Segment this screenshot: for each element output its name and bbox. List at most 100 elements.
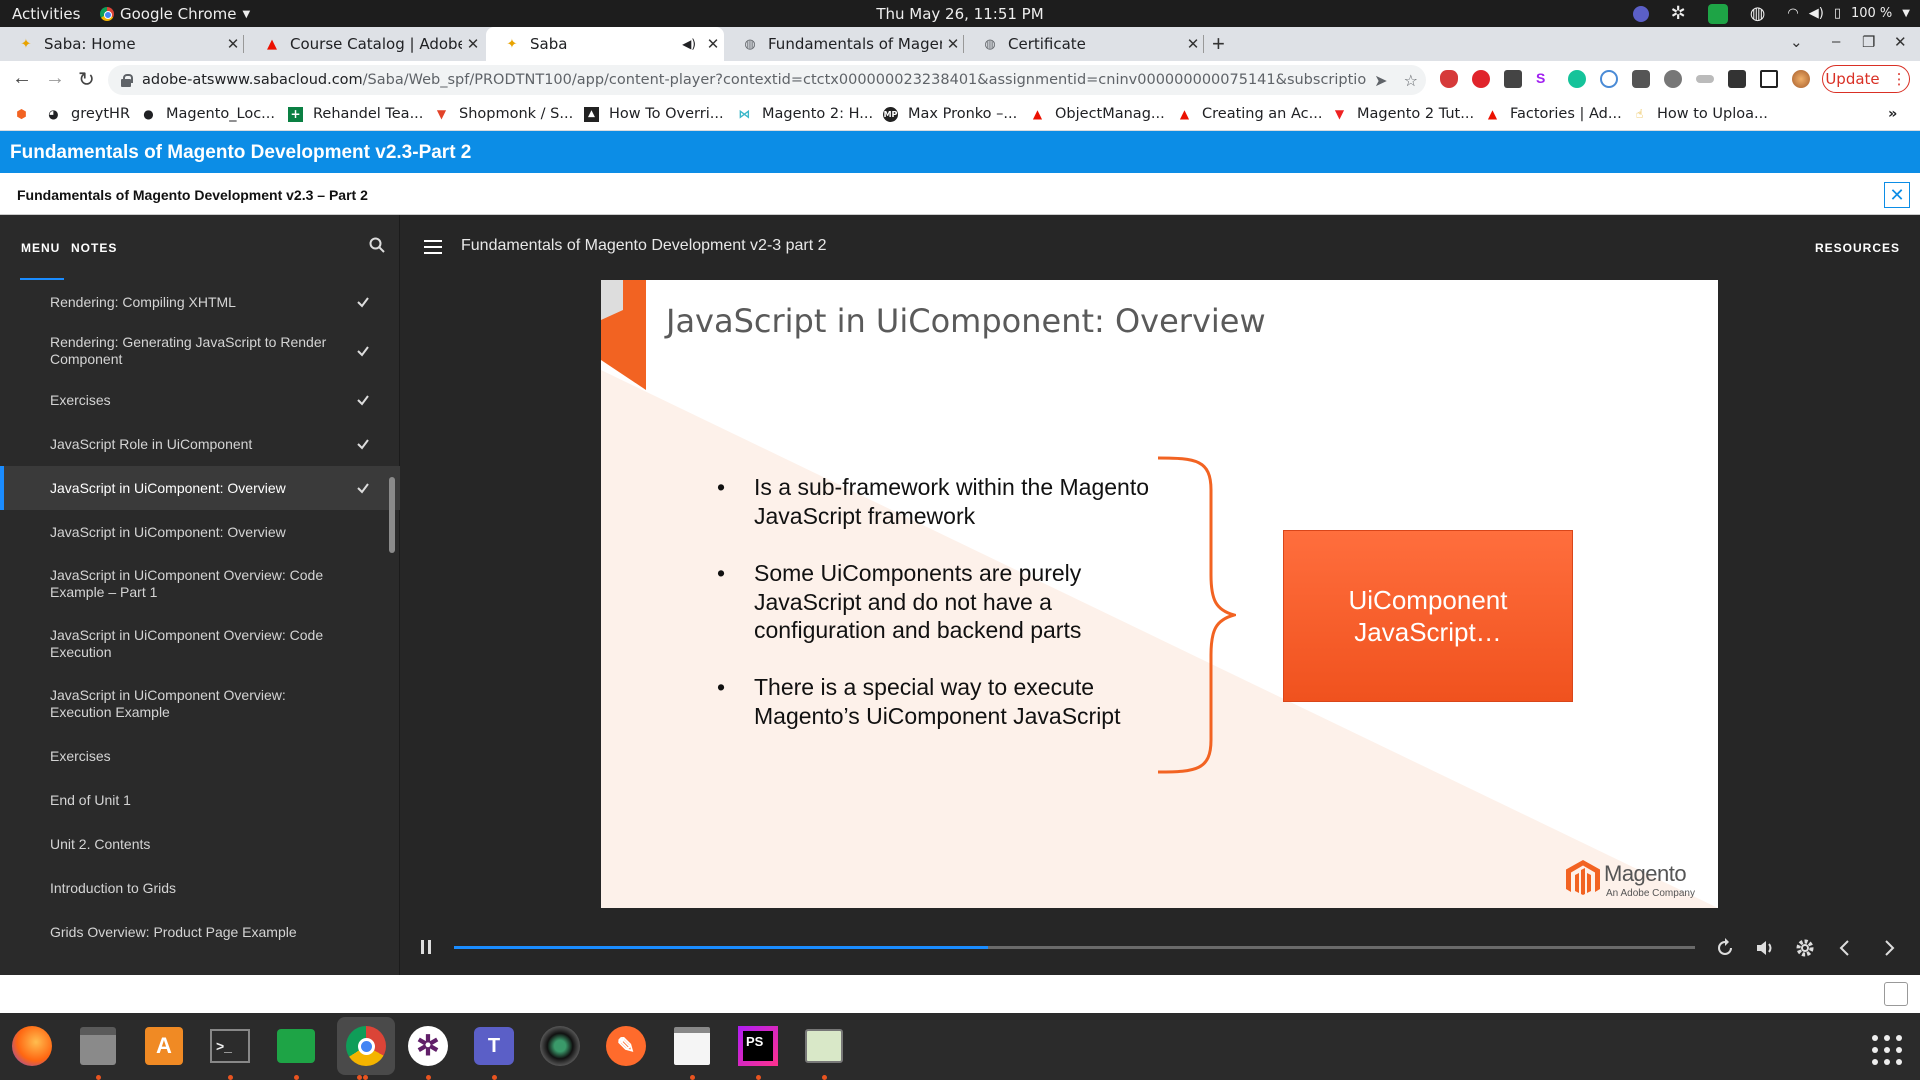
menu-item[interactable]: Exercises <box>0 378 400 422</box>
reload-button[interactable]: ↻ <box>78 69 95 91</box>
next-slide-icon[interactable] <box>1878 937 1900 959</box>
bookmark-item[interactable]: ▲Creating an Ac... <box>1177 106 1323 122</box>
menu-item[interactable]: Exercises <box>0 734 400 778</box>
forward-button[interactable]: → <box>45 67 65 89</box>
close-icon[interactable]: ✕ <box>1884 182 1910 208</box>
close-tab-icon[interactable]: ✕ <box>706 35 720 53</box>
bookmark-magento[interactable]: ⬢ <box>14 106 39 121</box>
close-tab-icon[interactable]: ✕ <box>946 35 960 53</box>
inkscape-icon[interactable]: ✎ <box>603 1023 649 1069</box>
image-viewer-icon[interactable] <box>801 1023 847 1069</box>
audio-playing-icon[interactable]: ◀) <box>682 37 696 51</box>
notes-tab[interactable]: NOTES <box>71 241 118 255</box>
bookmark-item[interactable]: ●Magento_Loc... <box>141 106 275 122</box>
bookmark-item[interactable]: ◕greytHR <box>46 106 130 122</box>
chat-tray-icon[interactable] <box>1707 3 1728 24</box>
bookmark-item[interactable]: ▼Magento 2 Tut... <box>1332 106 1474 122</box>
terminal-icon[interactable]: >_ <box>207 1023 253 1069</box>
menu-item[interactable]: JavaScript Role in UiComponent <box>0 422 400 466</box>
bookmark-item[interactable]: ⋈Magento 2: H... <box>737 106 874 122</box>
resources-button[interactable]: RESOURCES <box>1814 241 1900 255</box>
system-tray[interactable]: ✲ ◍ ◠ ◀) ▯ 100 % ▼ <box>1632 3 1910 24</box>
teams-icon[interactable]: T <box>471 1023 517 1069</box>
more-bookmarks-icon[interactable]: » <box>1888 106 1898 122</box>
menu-item[interactable]: Grids Overview: Product Page Example <box>0 910 400 954</box>
url-text[interactable]: adobe-atswww.sabacloud.com/Saba/Web_spf/… <box>142 72 1366 88</box>
address-bar[interactable]: adobe-atswww.sabacloud.com/Saba/Web_spf/… <box>108 65 1426 95</box>
bookmark-star-icon[interactable]: ☆ <box>1403 70 1418 90</box>
hamburger-menu-icon[interactable] <box>424 240 442 254</box>
activities-button[interactable]: Activities <box>12 5 81 23</box>
slack-icon[interactable]: ✲ <box>405 1023 451 1069</box>
close-tab-icon[interactable]: ✕ <box>466 35 480 53</box>
teams-tray-icon[interactable] <box>1632 5 1649 22</box>
bookmark-item[interactable]: ▼Shopmonk / S... <box>434 106 573 122</box>
text-editor-icon[interactable] <box>669 1023 715 1069</box>
settings-extension-icon[interactable] <box>1664 70 1682 88</box>
profile-avatar[interactable] <box>1792 70 1810 88</box>
menu-item[interactable]: JavaScript in UiComponent Overview: Exec… <box>0 674 400 734</box>
send-tab-icon[interactable]: ➤ <box>1374 70 1388 90</box>
grammarly-icon[interactable] <box>1568 70 1586 88</box>
menu-item[interactable]: Introduction to Grids <box>0 866 400 910</box>
menu-item[interactable]: End of Unit 1 <box>0 778 400 822</box>
menu-item[interactable]: JavaScript in UiComponent: Overview <box>0 510 400 554</box>
tab-saba-home[interactable]: ✦ Saba: Home ✕ <box>0 27 244 61</box>
progress-bar[interactable] <box>454 946 1695 949</box>
close-tab-icon[interactable]: ✕ <box>226 35 240 53</box>
app-menu[interactable]: Google Chrome ▼ <box>100 5 250 23</box>
menu-item[interactable]: JavaScript in UiComponent Overview: Code… <box>0 614 400 674</box>
bookmark-item[interactable]: ▲Factories | Ad... <box>1485 106 1622 122</box>
back-button[interactable]: ← <box>12 67 32 89</box>
globe-tray-icon[interactable]: ◍ <box>1749 3 1766 24</box>
tab-search-icon[interactable]: ⌄ <box>1790 34 1803 51</box>
slack-tray-icon[interactable]: ✲ <box>1670 3 1686 24</box>
minimize-button[interactable]: – <box>1832 33 1841 50</box>
status-indicators[interactable]: ◠ ◀) ▯ 100 % ▼ <box>1787 6 1910 21</box>
tab-certificate[interactable]: ◍ Certificate ✕ <box>964 27 1204 61</box>
tab-saba[interactable]: ✦ Saba ◀) ✕ <box>486 27 724 61</box>
update-button[interactable]: Update ⋮ <box>1822 65 1910 93</box>
gear-extension-icon[interactable] <box>1600 70 1618 88</box>
phpstorm-icon[interactable]: PS <box>735 1023 781 1069</box>
st-extension-icon[interactable]: S <box>1536 70 1554 88</box>
menu-item[interactable]: JavaScript in UiComponent Overview: Code… <box>0 554 400 614</box>
side-panel-icon[interactable] <box>1760 70 1778 88</box>
sidebar-scrollbar[interactable] <box>389 477 395 553</box>
menu-item[interactable]: Rendering: Generating JavaScript to Rend… <box>0 324 400 378</box>
replay-icon[interactable] <box>1714 937 1736 959</box>
menu-tab[interactable]: MENU <box>21 241 61 255</box>
lock-icon[interactable] <box>120 74 133 87</box>
firefox-icon[interactable] <box>9 1023 55 1069</box>
extension-icon[interactable] <box>1440 70 1458 88</box>
chat-icon[interactable] <box>273 1023 319 1069</box>
bookmark-item[interactable]: ☝How to Uploa... <box>1632 106 1768 122</box>
volume-icon[interactable] <box>1754 937 1776 959</box>
tab-fundamentals[interactable]: ◍ Fundamentals of Magent ✕ <box>724 27 964 61</box>
settings-gear-icon[interactable] <box>1794 937 1816 959</box>
adblock-icon[interactable] <box>1472 70 1490 88</box>
link-extension-icon[interactable] <box>1696 75 1714 83</box>
bookmark-item[interactable]: ▲ObjectManag... <box>1030 106 1165 122</box>
pause-icon[interactable] <box>421 940 433 954</box>
files-icon[interactable] <box>75 1023 121 1069</box>
show-applications-icon[interactable] <box>1872 1035 1902 1065</box>
tab-course-catalog[interactable]: ▲ Course Catalog | Adobe D ✕ <box>246 27 484 61</box>
menu-item[interactable]: Rendering: Compiling XHTML <box>0 280 400 324</box>
close-tab-icon[interactable]: ✕ <box>1186 35 1200 53</box>
chrome-icon[interactable] <box>337 1017 395 1075</box>
menu-item[interactable]: JavaScript in UiComponent: Overview <box>0 466 400 510</box>
bookmark-item[interactable]: ▲How To Overri... <box>584 106 724 122</box>
software-center-icon[interactable]: A <box>141 1023 187 1069</box>
bookmark-item[interactable]: +Rehandel Tea... <box>288 106 423 122</box>
fullscreen-icon[interactable] <box>1884 982 1908 1006</box>
search-icon[interactable] <box>369 237 385 253</box>
previous-slide-icon[interactable] <box>1834 937 1856 959</box>
camera-extension-icon[interactable] <box>1632 70 1650 88</box>
restore-button[interactable]: ❐ <box>1862 34 1876 51</box>
close-window-button[interactable]: ✕ <box>1894 34 1907 51</box>
puzzle-icon[interactable] <box>1728 70 1746 88</box>
camera-icon[interactable] <box>537 1023 583 1069</box>
news-extension-icon[interactable] <box>1504 70 1522 88</box>
